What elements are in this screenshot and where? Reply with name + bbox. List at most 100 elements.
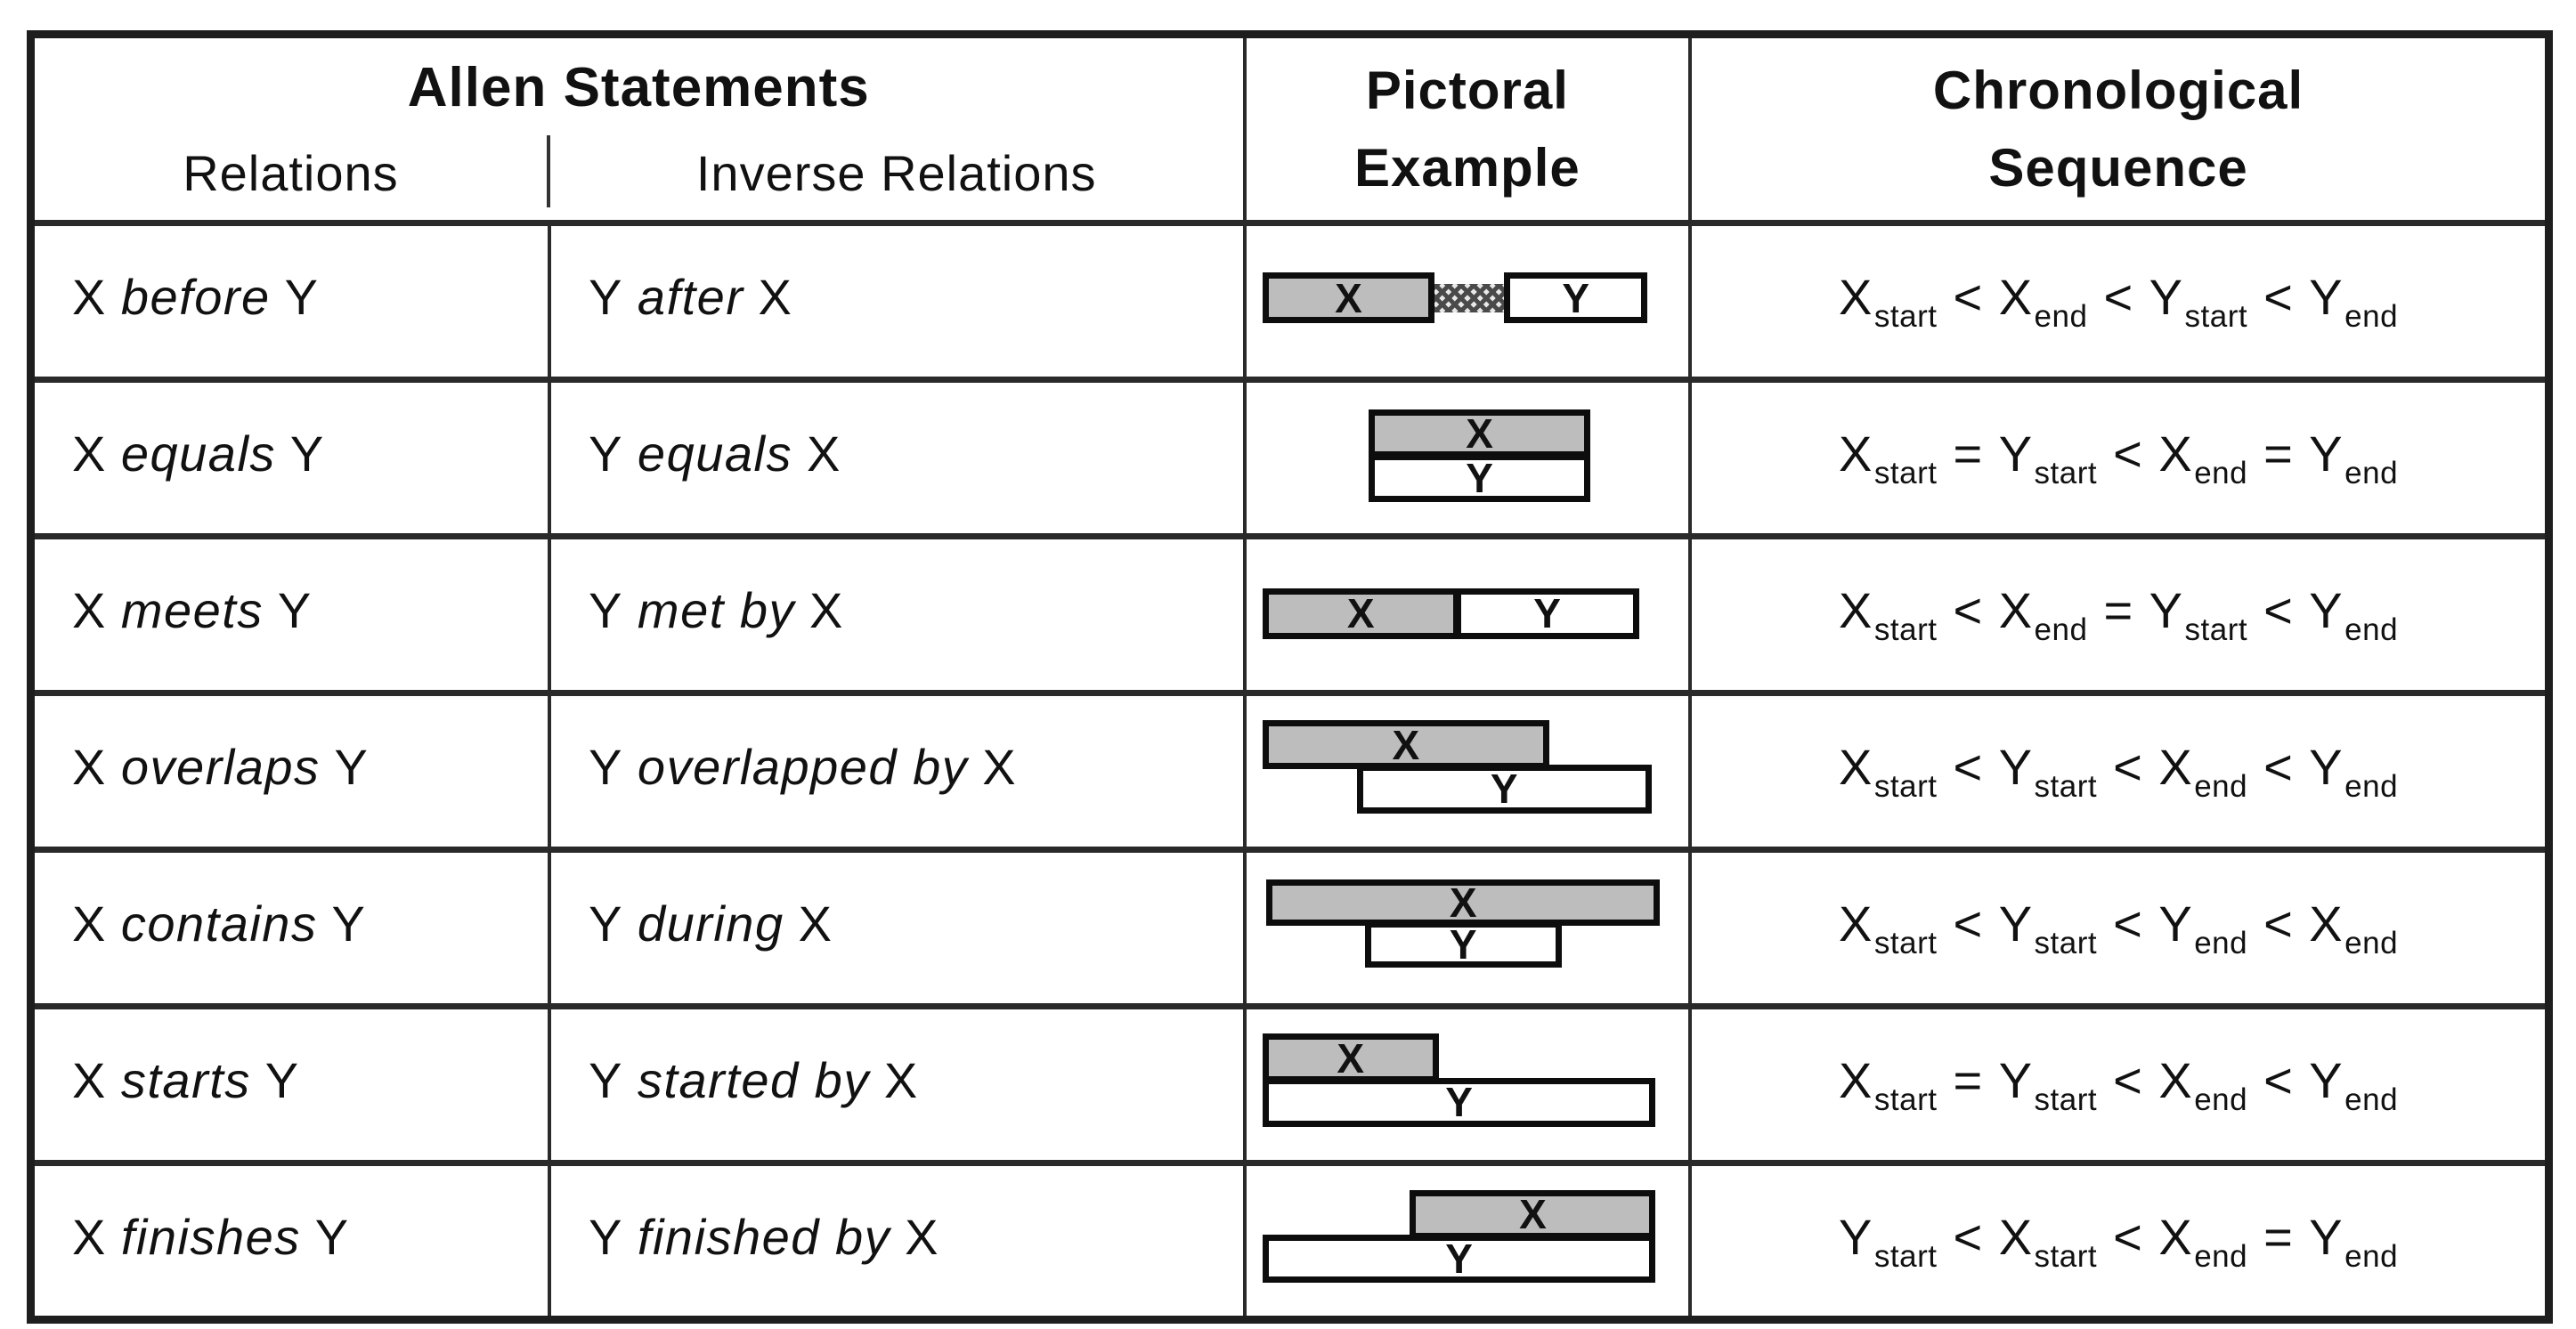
sequence-subscript: start bbox=[2184, 299, 2248, 334]
sequence-subscript: start bbox=[1873, 926, 1938, 960]
interval-letter: Y bbox=[589, 739, 623, 795]
bar-label: Y bbox=[1445, 1079, 1473, 1126]
sequence-variable: X bbox=[1998, 1208, 2033, 1265]
interval-letter: X bbox=[883, 1052, 919, 1108]
sequence-subscript: end bbox=[2034, 299, 2088, 334]
relation-word: after bbox=[637, 269, 744, 325]
sequence-variable: Y bbox=[2158, 895, 2193, 952]
sequence-subscript: end bbox=[2344, 456, 2399, 490]
relation-word: equals bbox=[637, 425, 792, 482]
interval-letter: X bbox=[72, 739, 107, 795]
sequence-variable: Y bbox=[2309, 269, 2344, 325]
interval-letter: Y bbox=[589, 582, 623, 638]
header-row: Allen Statements Relations Inverse Relat… bbox=[28, 31, 2551, 226]
sequence-variable: Y bbox=[2149, 582, 2183, 638]
sequence-subscript: end bbox=[2344, 1238, 2399, 1274]
sequence-operator: = bbox=[1953, 425, 1983, 482]
sequence-subscript: start bbox=[1873, 1238, 1938, 1274]
sequence-subscript: end bbox=[2344, 1082, 2399, 1117]
interval-letter: X bbox=[809, 582, 844, 638]
sequence-operator: < bbox=[1953, 582, 1983, 638]
sequence-variable: X bbox=[1839, 739, 1873, 795]
interval-letter: X bbox=[72, 582, 107, 638]
sequence-operator: < bbox=[2263, 895, 2294, 952]
sequence-subscript: end bbox=[2194, 1082, 2248, 1117]
interval-letter: Y bbox=[589, 1208, 623, 1265]
sequence-operator: < bbox=[2263, 739, 2294, 795]
sequence-variable: X bbox=[2309, 895, 2344, 952]
sequence-operator: < bbox=[1953, 895, 1983, 952]
sequence-subscript: start bbox=[1873, 456, 1938, 490]
interval-letter: X bbox=[72, 269, 107, 325]
bar-label: X bbox=[1392, 721, 1420, 768]
interval-letter: X bbox=[982, 739, 1018, 795]
sequence-variable: Y bbox=[1998, 895, 2033, 952]
interval-bar-x: X bbox=[1266, 879, 1661, 927]
relation-word: meets bbox=[120, 582, 264, 638]
interval-bar-y: Y bbox=[1504, 272, 1648, 324]
interval-letter: X bbox=[72, 1208, 107, 1265]
relation-word: starts bbox=[120, 1052, 251, 1108]
sequence-cell: Xstart<Ystart<Xend<Yend bbox=[1688, 690, 2551, 853]
interval-letter: Y bbox=[331, 895, 367, 952]
interval-bar-y: Y bbox=[1262, 1078, 1656, 1127]
sequence-operator: < bbox=[1953, 269, 1983, 325]
sequence-operator: < bbox=[2113, 1208, 2143, 1265]
table-wrapper: Allen Statements Relations Inverse Relat… bbox=[27, 30, 2553, 1324]
interval-letter: Y bbox=[589, 269, 623, 325]
sequence-operator: < bbox=[2113, 425, 2143, 482]
sequence-variable: Y bbox=[1998, 739, 2033, 795]
bar-label: X bbox=[1335, 274, 1362, 321]
sequence-subscript: start bbox=[2184, 612, 2248, 647]
sequence-subscript: start bbox=[2034, 926, 2098, 960]
sequence-subscript: end bbox=[2344, 769, 2399, 804]
sequence-variable: Y bbox=[2309, 425, 2344, 482]
bar-label: Y bbox=[1533, 590, 1561, 637]
sequence-operator: < bbox=[2113, 1052, 2143, 1108]
sequence-subscript: end bbox=[2344, 299, 2399, 334]
interval-letter: X bbox=[798, 895, 833, 952]
sequence-variable: Y bbox=[2309, 739, 2344, 795]
allen-subheaders: Relations Inverse Relations bbox=[35, 135, 1243, 207]
sequence-variable: Y bbox=[2309, 582, 2344, 638]
sequence-subscript: end bbox=[2344, 612, 2399, 647]
bar-label: X bbox=[1519, 1191, 1547, 1238]
sequence-cell: Ystart<Xstart<Xend=Yend bbox=[1688, 1160, 2551, 1323]
relations-column-header: Relations bbox=[183, 145, 399, 201]
chronological-sequence-header-cell: Chronological Sequence bbox=[1688, 31, 2551, 226]
interval-letter: Y bbox=[589, 895, 623, 952]
sequence-variable: X bbox=[1998, 582, 2033, 638]
sequence-cell: Xstart<Xend<Ystart<Yend bbox=[1688, 220, 2551, 383]
sequence-subscript: start bbox=[2034, 456, 2098, 490]
sequence-variable: X bbox=[2158, 1052, 2193, 1108]
relation-word: overlapped by bbox=[637, 739, 969, 795]
sequence-operator: = bbox=[2103, 582, 2133, 638]
pictorial-example-header-cell: Pictoral Example bbox=[1242, 31, 1693, 226]
sequence-variable: Y bbox=[2309, 1052, 2344, 1108]
relation-word: started by bbox=[637, 1052, 870, 1108]
interval-letter: X bbox=[72, 895, 107, 952]
interval-letter: Y bbox=[264, 1052, 300, 1108]
sequence-variable: X bbox=[1839, 425, 1873, 482]
interval-bar-x: X bbox=[1369, 409, 1590, 458]
sequence-subscript: start bbox=[1873, 769, 1938, 804]
interval-bar-y: Y bbox=[1356, 765, 1652, 814]
sequence-subscript: start bbox=[2034, 769, 2098, 804]
sequence-subscript: end bbox=[2034, 612, 2088, 647]
